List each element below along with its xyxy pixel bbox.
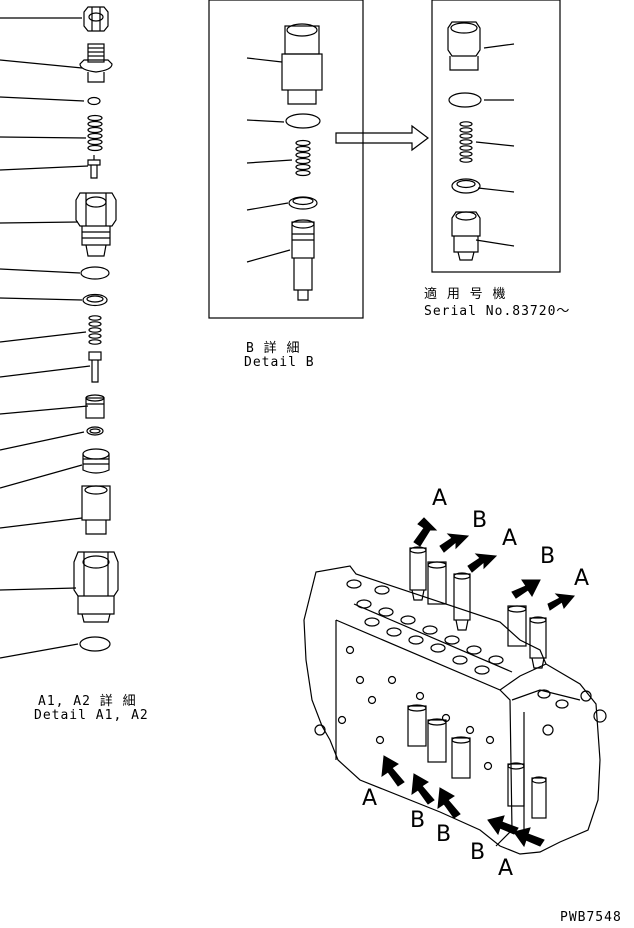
detail-a-leader-lines [0,17,91,659]
detail-b-title-jp: B 詳 細 [246,341,301,356]
new-type-o-ring [448,92,482,108]
front-face-holes [337,645,495,771]
arrow-b-1 [439,533,470,553]
arrow-b-4 [437,787,461,819]
side-bolts [314,690,607,736]
o-ring-part [80,266,110,280]
piston-part [81,485,111,535]
new-type-plunger [451,211,481,261]
top-relief-valves [409,546,547,669]
valve-body-part [75,192,117,257]
serial-note-number: Serial No.83720〜 [424,304,571,319]
poppet-pin-part [87,155,101,179]
pointer-arrows [381,517,575,848]
drawing-code: PWB7548 [560,910,622,925]
sleeve-part [85,394,105,419]
arrow-a-2 [547,593,575,611]
detail-b-backup-ring [288,196,318,210]
threaded-cap-part [82,448,110,474]
detail-b-cap [281,23,323,105]
serial-note-title: 適 用 号 機 [424,287,507,302]
detail-b-plunger [291,219,315,301]
new-type-spring [459,121,473,163]
detail-a-title-jp: A1, A2 詳 細 [38,694,137,709]
small-o-ring-part [87,96,101,106]
valve-label-b3: B [410,808,426,833]
new-type-backup-ring [451,178,481,194]
new-type-box [431,0,561,273]
detail-b-spring [295,139,311,177]
front-relief-valves [407,704,547,819]
cap-nut-part [83,6,109,32]
detail-a-parts [0,6,119,659]
valve-label-a2: A [502,526,518,551]
top-bolt-holes [346,579,569,709]
arrow-b-3 [411,773,435,805]
detail-b-o-ring [285,113,321,129]
valve-label-b1: B [472,508,488,533]
valve-label-a5: A [498,856,514,881]
arrow-b-5 [487,815,519,836]
valve-label-b5: B [470,840,486,865]
valve-label-a1: A [432,486,448,511]
control-valve-assembly [303,546,607,855]
backup-ring-part [82,293,108,307]
valve-label-b2: B [540,544,556,569]
detail-b-title-en: Detail B [244,355,315,370]
valve-label-b4: B [436,822,452,847]
adjust-screw-part [79,43,113,83]
large-body-part [73,551,119,623]
detail-b-box [208,0,364,319]
arrow-a-1 [413,517,438,547]
arrow-b-1b [467,553,498,573]
small-ring-part [86,426,104,436]
arrow-a-4 [513,827,545,848]
change-arrow [335,124,429,152]
small-spring-part [87,114,103,152]
valve-label-a3: A [574,566,590,591]
detail-a-title-en: Detail A1, A2 [34,708,149,723]
plunger-part [88,351,102,383]
arrow-b-2 [511,579,541,599]
arrow-a-3 [381,755,405,787]
bottom-o-ring-part [79,636,111,652]
new-type-cap [447,21,481,71]
spring-part [88,315,102,345]
valve-label-a4: A [362,786,378,811]
